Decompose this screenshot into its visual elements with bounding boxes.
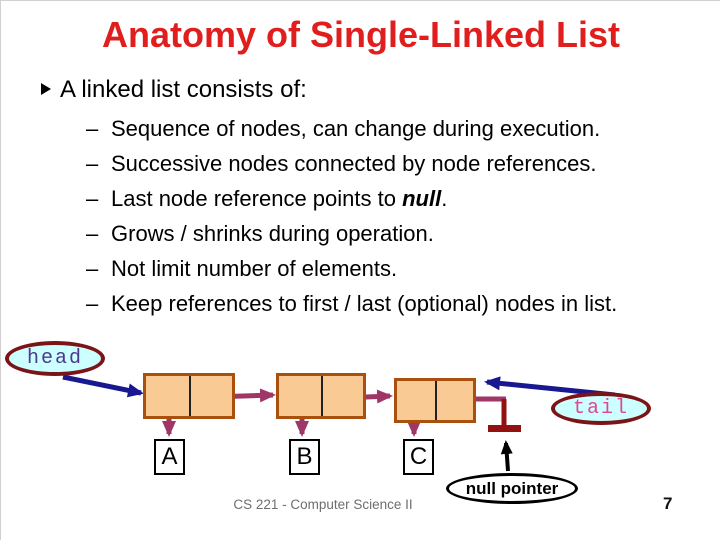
null-pointer-label: null pointer (465, 478, 559, 498)
node-cell-divider (321, 376, 323, 416)
page-number: 7 (663, 494, 673, 513)
value-box-b: B (289, 439, 320, 475)
list-item-text: Successive nodes connected by node refer… (111, 151, 597, 176)
value-b: B (296, 443, 313, 470)
dash-bullet-icon: – (86, 256, 99, 281)
sub-bullet-list: – Sequence of nodes, can change during e… (1, 111, 701, 321)
footer-course-text: CS 221 - Computer Science II (233, 497, 413, 512)
null-pointer-ellipse: null pointer (446, 473, 578, 504)
node-cell-divider (435, 381, 437, 420)
list-item: – Not limit number of elements. (1, 251, 701, 286)
value-c: C (409, 443, 428, 470)
tail-label: tail (572, 397, 629, 420)
list-item: – Keep references to first / last (optio… (1, 286, 701, 321)
list-item-text: Last node reference points to null. (111, 186, 448, 211)
value-a: A (161, 443, 178, 470)
head-reference-arrow (62, 374, 144, 398)
dash-bullet-icon: – (86, 221, 99, 246)
null-pointer-arrow (500, 440, 513, 472)
triangle-bullet-icon (41, 83, 51, 95)
list-item: – Sequence of nodes, can change during e… (1, 111, 701, 146)
list-item-text: Keep references to first / last (optiona… (111, 291, 618, 316)
node-1 (143, 373, 235, 419)
list-item-text: Grows / shrinks during operation. (111, 221, 434, 246)
list-item-text: Not limit number of elements. (111, 256, 398, 281)
list-item: – Grows / shrinks during operation. (1, 216, 701, 251)
list-item: – Last node reference points to null. (1, 181, 701, 216)
slide-title: Anatomy of Single-Linked List (101, 14, 621, 55)
ground-bar-icon (488, 425, 521, 432)
main-bullet-text: A linked list consists of: (60, 76, 307, 103)
list-item-text: Sequence of nodes, can change during exe… (111, 116, 601, 141)
tail-label-ellipse: tail (551, 392, 651, 425)
head-label-ellipse: head (5, 341, 105, 376)
dash-bullet-icon: – (86, 151, 99, 176)
value-box-a: A (154, 439, 185, 475)
value-box-c: C (403, 439, 434, 475)
main-bullet-line: A linked list consists of: (41, 75, 307, 105)
dash-bullet-icon: – (86, 186, 99, 211)
list-item: – Successive nodes connected by node ref… (1, 146, 701, 181)
dash-bullet-icon: – (86, 291, 99, 316)
dash-bullet-icon: – (86, 116, 99, 141)
node-2 (276, 373, 366, 419)
node-cell-divider (189, 376, 191, 416)
head-label: head (26, 347, 83, 370)
node-3 (394, 378, 476, 423)
